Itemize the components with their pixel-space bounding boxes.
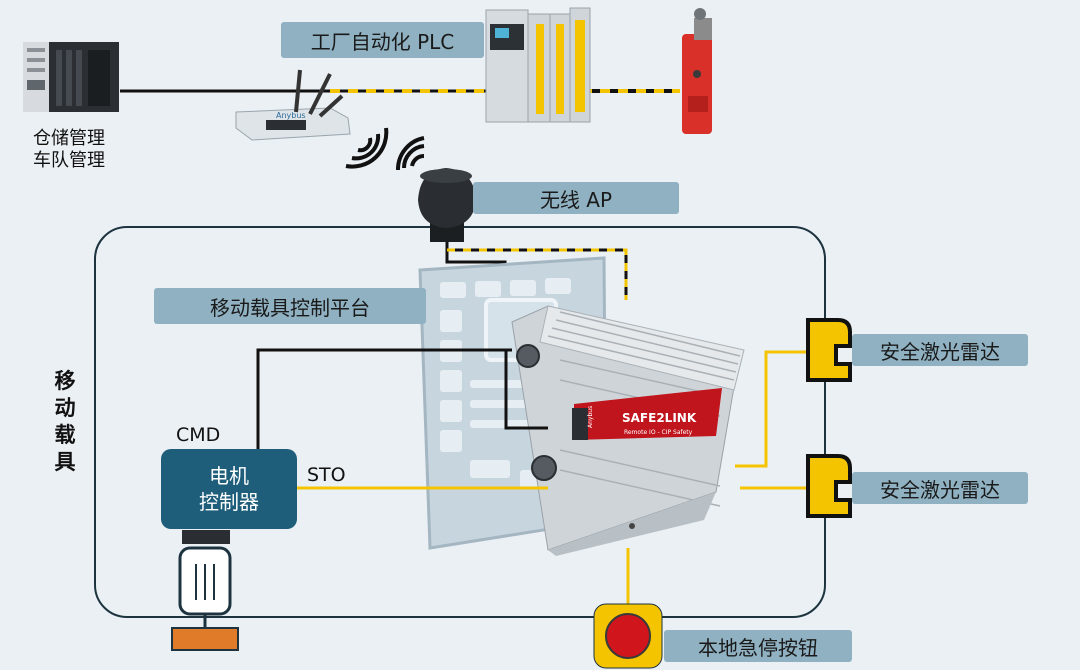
vehicle-char: 具	[54, 450, 76, 474]
wifi-icon-router	[345, 127, 389, 169]
vehicle-char: 载	[54, 423, 76, 447]
motor-controller-box: 电机 控制器	[161, 449, 297, 529]
ap-cable-safety	[447, 248, 628, 300]
label-factory-plc: 工厂自动化 PLC	[281, 22, 484, 58]
label-wms: 仓储管理 车队管理	[33, 128, 105, 172]
lidar-icon-1	[806, 318, 852, 382]
wifi-icon-ap	[395, 136, 425, 171]
label-lidar-2: 安全激光雷达	[852, 472, 1028, 504]
router-icon: Anybus	[235, 69, 351, 141]
lidar-icon-2	[806, 454, 852, 518]
wireless-ap-icon	[418, 168, 476, 242]
vehicle-char: 移	[54, 369, 76, 393]
label-wireless-ap: 无线 AP	[473, 182, 679, 214]
motor-icon	[171, 530, 239, 651]
motor-controller-line2: 控制器	[199, 490, 259, 514]
device-side-brand: Anybus	[587, 406, 594, 428]
label-lidar-1: 安全激光雷达	[852, 334, 1028, 366]
lidar-1-cable	[735, 350, 810, 468]
label-control-platform: 移动载具控制平台	[154, 288, 426, 324]
m12-connector-bottom	[531, 455, 557, 481]
server-icon	[23, 42, 119, 112]
motor-base	[171, 627, 239, 651]
label-estop: 本地急停按钮	[664, 630, 852, 662]
vehicle-char: 动	[54, 396, 76, 420]
motor-controller-line1: 电机	[209, 464, 249, 488]
label-wms-line1: 仓储管理	[33, 128, 105, 149]
label-cmd: CMD	[176, 424, 221, 446]
cmd-cable-inner	[504, 350, 548, 430]
router-brand: Anybus	[276, 111, 306, 120]
cmd-cable	[256, 348, 512, 449]
m12-connector-top	[516, 344, 540, 368]
plc-icon	[485, 7, 591, 123]
device-brand: SAFE2LINK	[622, 411, 697, 425]
label-sto: STO	[307, 464, 346, 486]
safety-switch-icon	[682, 8, 712, 134]
device-subtitle: Remote IO - CIP Safety	[624, 429, 693, 436]
label-mobile-vehicle: 移 动 载 具	[52, 368, 78, 476]
label-wms-line2: 车队管理	[33, 150, 105, 171]
estop-icon	[593, 603, 663, 669]
safe2link-device: SAFE2LINK Remote IO - CIP Safety Anybus	[511, 305, 745, 556]
